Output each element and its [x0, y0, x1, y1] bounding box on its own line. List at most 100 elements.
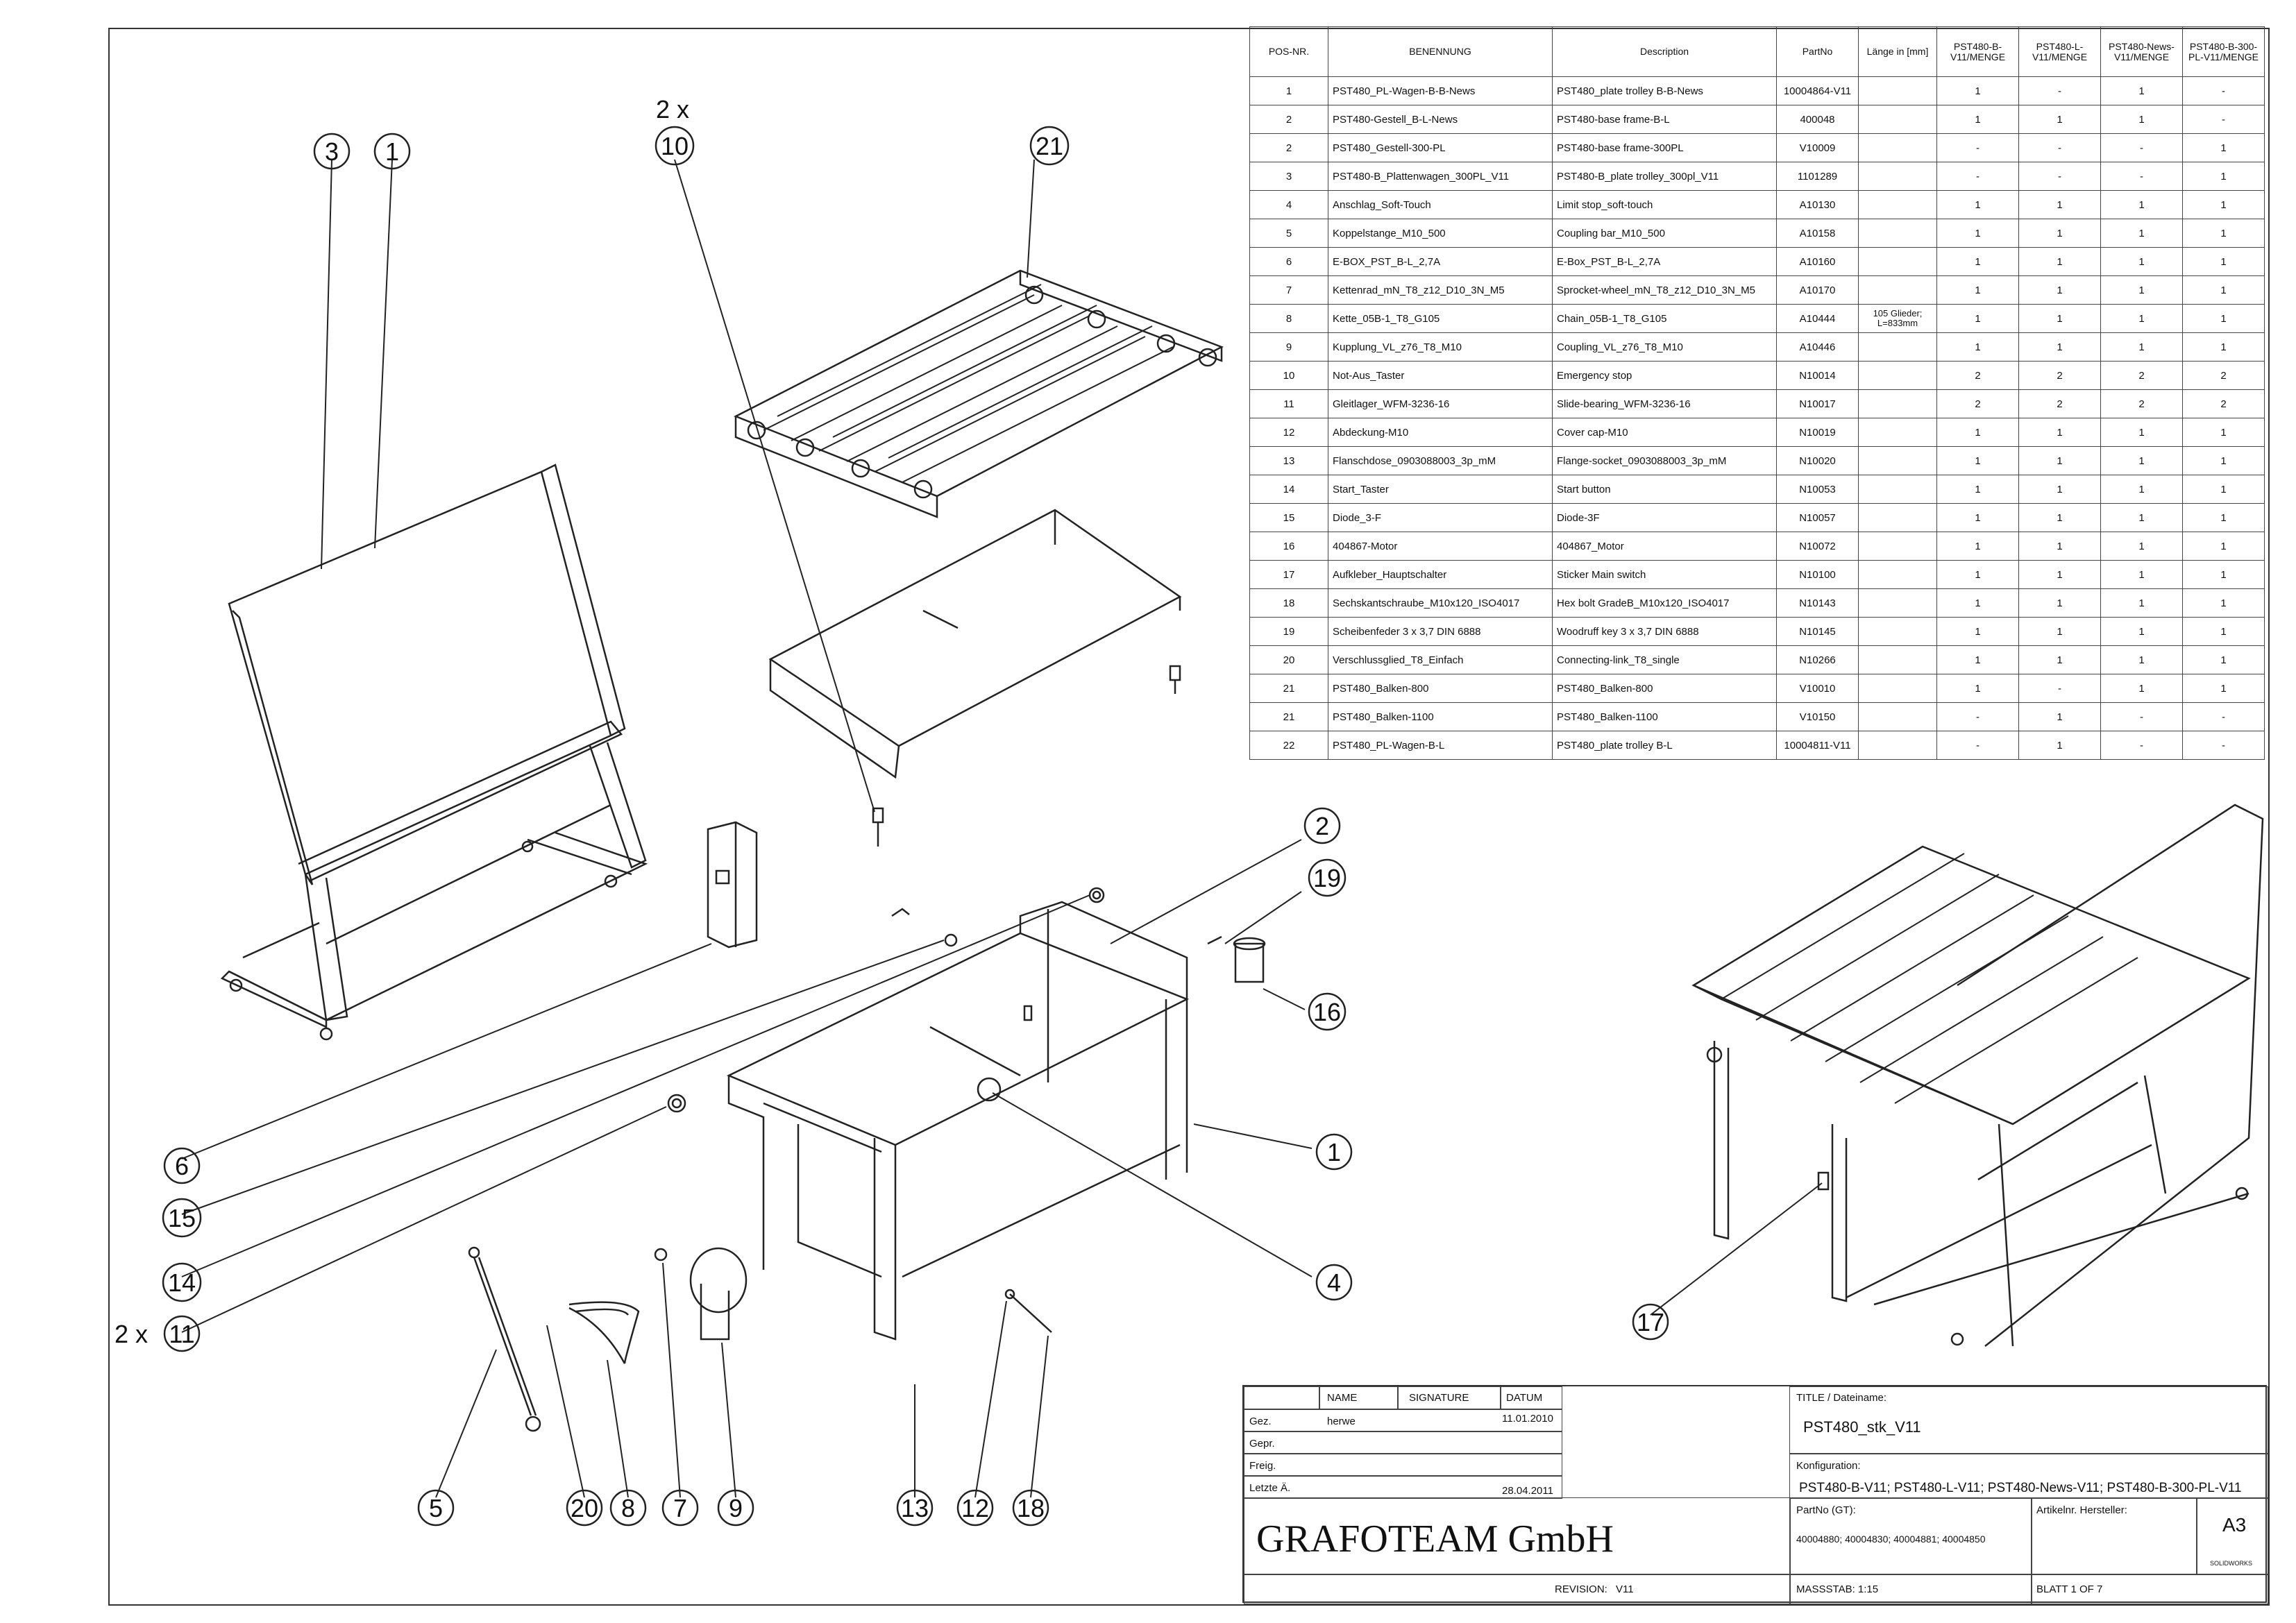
bom-cell-benennung: E-BOX_PST_B-L_2,7A — [1328, 247, 1553, 276]
bom-cell-qty-300pl: 1 — [2182, 674, 2265, 703]
bom-cell-qty-news: 1 — [2100, 446, 2183, 475]
balloon-7: 7 — [661, 1489, 699, 1527]
bom-cell-description: Connecting-link_T8_single — [1552, 645, 1777, 674]
bom-cell-qty-l: 1 — [2018, 247, 2101, 276]
bom-cell-qty-300pl: 2 — [2182, 361, 2265, 390]
bom-cell-pos: 4 — [1249, 190, 1328, 219]
bom-cell-qty-news: 1 — [2100, 76, 2183, 105]
bom-cell-qty-news: - — [2100, 133, 2183, 162]
bom-cell-benennung: PST480_Balken-1100 — [1328, 702, 1553, 731]
bom-cell-pos: 2 — [1249, 133, 1328, 162]
bom-cell-pos: 6 — [1249, 247, 1328, 276]
bom-cell-laenge — [1858, 560, 1937, 589]
gez-date: 11.01.2010 — [1502, 1413, 1553, 1425]
bom-cell-qty-300pl: 1 — [2182, 645, 2265, 674]
bom-cell-benennung: Anschlag_Soft-Touch — [1328, 190, 1553, 219]
balloon-10: 10 — [655, 126, 695, 166]
bom-cell-qty-300pl: 1 — [2182, 446, 2265, 475]
bom-cell-benennung: Not-Aus_Taster — [1328, 361, 1553, 390]
bom-cell-qty-b: 1 — [1936, 247, 2019, 276]
bom-cell-qty-news: 1 — [2100, 588, 2183, 618]
bom-cell-partno: 10004864-V11 — [1776, 76, 1859, 105]
bom-cell-qty-b: - — [1936, 162, 2019, 191]
bom-cell-benennung: Flanschdose_0903088003_3p_mM — [1328, 446, 1553, 475]
massstab: MASSSTAB: 1:15 — [1796, 1583, 1879, 1595]
bom-cell-qty-b: 1 — [1936, 418, 2019, 447]
bom-cell-qty-b: 1 — [1936, 105, 2019, 134]
bom-cell-laenge — [1858, 475, 1937, 504]
bom-cell-qty-l: 1 — [2018, 446, 2101, 475]
bom-cell-qty-news: 1 — [2100, 475, 2183, 504]
bom-cell-qty-300pl: - — [2182, 702, 2265, 731]
bom-cell-qty-b: 1 — [1936, 219, 2019, 248]
bom-cell-qty-l: 1 — [2018, 731, 2101, 760]
bom-cell-qty-news: 1 — [2100, 418, 2183, 447]
bom-cell-laenge — [1858, 617, 1937, 646]
bom-cell-qty-news: 2 — [2100, 361, 2183, 390]
balloon-21: 21 — [1029, 126, 1070, 166]
bom-cell-pos: 12 — [1249, 418, 1328, 447]
bom-cell-description: PST480_plate trolley B-B-News — [1552, 76, 1777, 105]
bom-cell-pos: 21 — [1249, 702, 1328, 731]
title-label: TITLE / Dateiname: — [1796, 1392, 1887, 1404]
bom-cell-partno: V10150 — [1776, 702, 1859, 731]
bom-cell-partno: N10143 — [1776, 588, 1859, 618]
bom-cell-qty-300pl: - — [2182, 731, 2265, 760]
bom-cell-qty-b: 1 — [1936, 532, 2019, 561]
bom-cell-qty-news: 1 — [2100, 560, 2183, 589]
bom-cell-laenge — [1858, 133, 1937, 162]
bom-cell-qty-300pl: 1 — [2182, 617, 2265, 646]
bom-cell-description: Chain_05B-1_T8_G105 — [1552, 304, 1777, 333]
bom-cell-description: Woodruff key 3 x 3,7 DIN 6888 — [1552, 617, 1777, 646]
bom-cell-qty-300pl: 2 — [2182, 389, 2265, 418]
bom-header-description: Description — [1552, 26, 1777, 77]
balloon-label-9: 9 — [729, 1494, 743, 1522]
multiplier-label-11: 2 x — [115, 1320, 148, 1348]
bom-cell-partno: A10160 — [1776, 247, 1859, 276]
bom-cell-description: Coupling bar_M10_500 — [1552, 219, 1777, 248]
bom-cell-partno: N10145 — [1776, 617, 1859, 646]
balloon-17: 17 — [1632, 1303, 1669, 1341]
bom-cell-qty-l: 1 — [2018, 418, 2101, 447]
bom-cell-qty-l: 1 — [2018, 617, 2101, 646]
row-gepr: Gepr. — [1249, 1438, 1275, 1450]
bom-cell-qty-l: 1 — [2018, 702, 2101, 731]
bom-cell-qty-b: 1 — [1936, 617, 2019, 646]
blatt: BLATT 1 OF 7 — [2036, 1583, 2103, 1595]
title-block: NAME SIGNATURE DATUM Gez. herwe 11.01.20… — [1242, 1385, 2268, 1604]
revision-value: V11 — [1616, 1583, 1634, 1595]
bom-cell-partno: N10014 — [1776, 361, 1859, 390]
bom-cell-qty-l: 1 — [2018, 588, 2101, 618]
bom-cell-laenge — [1858, 332, 1937, 362]
bom-cell-description: Slide-bearing_WFM-3236-16 — [1552, 389, 1777, 418]
bom-cell-description: 404867_Motor — [1552, 532, 1777, 561]
bom-cell-description: PST480_Balken-800 — [1552, 674, 1777, 703]
bom-cell-laenge — [1858, 731, 1937, 760]
balloon-label-4: 4 — [1327, 1268, 1341, 1297]
balloon-20: 20 — [566, 1489, 603, 1527]
konfig-value: PST480-B-V11; PST480-L-V11; PST480-News-… — [1799, 1481, 2242, 1495]
balloon-11: 11 — [163, 1315, 201, 1352]
bom-cell-pos: 8 — [1249, 304, 1328, 333]
bom-cell-qty-b: 1 — [1936, 304, 2019, 333]
bom-header-pos: POS-NR. — [1249, 26, 1328, 77]
bom-cell-qty-b: 1 — [1936, 475, 2019, 504]
bom-cell-partno: 1101289 — [1776, 162, 1859, 191]
bom-cell-laenge — [1858, 275, 1937, 305]
bom-cell-laenge — [1858, 532, 1937, 561]
bom-cell-laenge — [1858, 247, 1937, 276]
roller-conveyor-top — [733, 269, 1224, 518]
bom-cell-laenge — [1858, 76, 1937, 105]
bom-cell-description: PST480-base frame-300PL — [1552, 133, 1777, 162]
bom-cell-benennung: Abdeckung-M10 — [1328, 418, 1553, 447]
balloon-8: 8 — [609, 1489, 647, 1527]
balloon-label-3: 3 — [325, 137, 339, 166]
bom-cell-qty-l: 1 — [2018, 475, 2101, 504]
